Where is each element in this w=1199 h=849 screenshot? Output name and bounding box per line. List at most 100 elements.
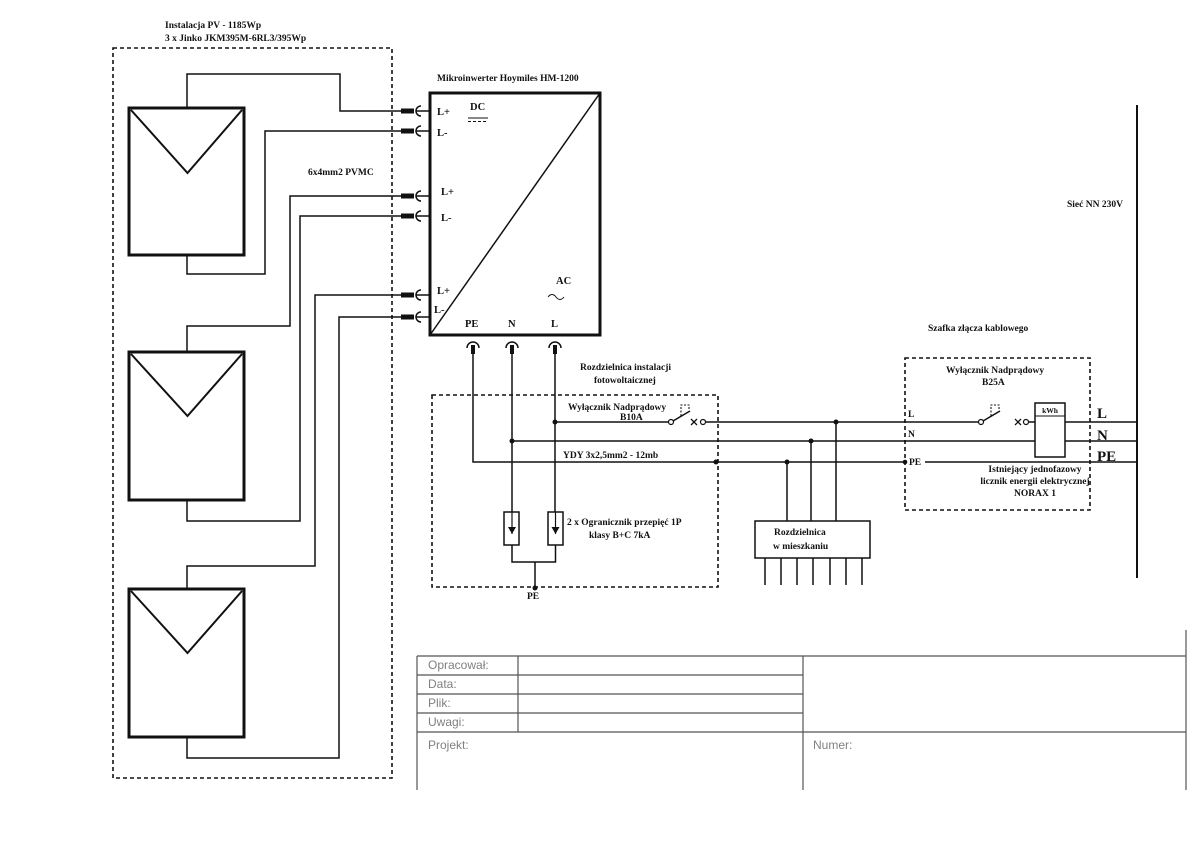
junction-dot: [833, 419, 839, 425]
pv-module-symbol: [130, 353, 243, 418]
pv-switchboard: Rozdzielnica instalacji fotowoltaicznej …: [431, 354, 905, 602]
title-block-date-label: Data:: [428, 677, 457, 691]
mc4-connector: [401, 125, 430, 137]
inverter-title: Mikroinwerter Hoymiles HM-1200: [437, 74, 579, 84]
title-block-frame: [416, 630, 1187, 790]
inverter-output-label: L: [551, 319, 558, 330]
inverter-dc-label: DC: [470, 102, 485, 113]
title-block-project-label: Projekt:: [428, 738, 469, 752]
junction-dot: [713, 459, 719, 465]
mc4-connector: [401, 311, 430, 323]
energy-meter: kWh: [1034, 402, 1066, 458]
terminal-label: L: [908, 410, 914, 420]
mc4-connector: [401, 210, 430, 222]
pv-module-frame: [127, 350, 246, 502]
apartment-board-box: [754, 520, 871, 559]
pv-switchboard-title: Rozdzielnica instalacji: [580, 363, 671, 373]
inverter-input-label: L+: [437, 107, 450, 118]
cable-cabinet-title: Szafka złącza kablowego: [928, 324, 1029, 334]
earth-junction-dot: [532, 585, 538, 591]
ac-connector: [466, 341, 480, 354]
apartment-board-label: Rozdzielnica: [774, 528, 826, 538]
mc4-connector: [401, 190, 430, 202]
energy-meter-unit: kWh: [1042, 406, 1059, 415]
surge-arrester-class: klasy B+C 7kA: [589, 531, 651, 541]
terminal-label: PE: [909, 458, 921, 468]
title-block-author-label: Opracował:: [428, 658, 489, 672]
surge-arrester-earth-wire: [511, 545, 557, 587]
inverter-body: [428, 91, 602, 337]
inverter-diagonal: [429, 92, 601, 336]
surge-arrester: [503, 511, 520, 546]
pv-module-2: [127, 350, 246, 502]
breaker-b25a-symbol: [977, 404, 1030, 426]
inverter-output-label: N: [508, 319, 516, 330]
breaker-b10a-label: Wyłącznik Nadprądowy: [568, 403, 666, 413]
apartment-board-feed: [786, 422, 837, 521]
dc-wire-module-2-plus: [186, 195, 401, 352]
inverter-input-label: L+: [437, 286, 450, 297]
inverter-input-label: L-: [437, 128, 448, 139]
grid: Sieć NN 230V L N PE: [1067, 105, 1138, 578]
inverter-output-label: PE: [465, 319, 478, 330]
title-block: Opracował: Data: Plik: Uwagi: Projekt: N…: [416, 630, 1187, 790]
surge-arrester: [547, 511, 564, 546]
apartment-board: Rozdzielnica w mieszkaniu: [754, 419, 871, 585]
junction-dot: [509, 438, 515, 444]
dc-wire-module-2-minus: [186, 215, 401, 522]
pv-module-3: [127, 587, 246, 739]
grid-phase-label: L: [1097, 406, 1107, 422]
pv-module-symbol: [130, 590, 243, 655]
inverter-input-label: L-: [441, 213, 452, 224]
grid-phase-label: PE: [1097, 449, 1116, 465]
earth-pe-label: PE: [527, 592, 539, 602]
inverter-input-label: L-: [434, 305, 445, 316]
dc-wire-module-3-minus: [186, 316, 401, 759]
cable-cabinet-boundary: [904, 357, 1091, 511]
pv-module-frame: [127, 106, 246, 257]
pv-array-title: Instalacja PV - 1185Wp: [165, 21, 261, 31]
junction-dot: [808, 438, 814, 444]
title-block-file-label: Plik:: [428, 696, 451, 710]
dc-wire-module-3-plus: [186, 294, 401, 589]
pv-switchboard-title: fotowoltaicznej: [594, 376, 656, 386]
surge-arrester-label: 2 x Ogranicznik przepięć 1P: [567, 518, 682, 528]
pv-module-frame: [127, 587, 246, 739]
pe-conductor: [472, 354, 905, 463]
microinverter: Mikroinwerter Hoymiles HM-1200 DC AC L+ …: [428, 74, 602, 354]
pv-module-1: [127, 106, 246, 257]
pv-switchboard-boundary: [431, 394, 719, 588]
dc-cable-label: 6x4mm2 PVMC: [308, 168, 374, 178]
pv-module-symbol: [130, 109, 243, 175]
breaker-b25a-label: Wyłącznik Nadprądowy: [946, 366, 1044, 376]
dc-symbol-icon: [468, 117, 488, 122]
dc-connectors: [401, 105, 430, 323]
meter-description: licznik energii elektrycznej: [980, 477, 1089, 487]
grid-phase-label: N: [1097, 428, 1108, 444]
inverter-ac-label: AC: [556, 276, 571, 287]
breaker-b10a-symbol: [667, 404, 707, 426]
terminal-label: N: [908, 430, 915, 440]
meter-description: Istniejący jednofazowy: [988, 465, 1081, 475]
title-block-notes-label: Uwagi:: [428, 715, 465, 729]
mc4-connector: [401, 105, 430, 117]
apartment-board-label: w mieszkaniu: [773, 542, 829, 552]
inverter-input-label: L+: [441, 187, 454, 198]
breaker-b10a-rating: B10A: [620, 413, 643, 423]
pv-array-modules: 3 x Jinko JKM395M-6RL3/395Wp: [165, 34, 306, 44]
pv-array: Instalacja PV - 1185Wp 3 x Jinko JKM395M…: [112, 21, 401, 779]
dc-wire-module-1-plus: [186, 73, 401, 112]
grid-title: Sieć NN 230V: [1067, 200, 1123, 210]
title-block-number-label: Numer:: [813, 738, 852, 752]
pv-array-boundary: [112, 47, 393, 779]
junction-dot: [784, 459, 790, 465]
outgoing-circuits: [764, 558, 863, 585]
junction-dot: [902, 459, 908, 465]
ac-wave-icon: [547, 294, 565, 300]
ac-connector: [505, 341, 519, 354]
ac-cable-label: YDY 3x2,5mm2 - 12mb: [563, 451, 658, 461]
breaker-b25a-rating: B25A: [982, 378, 1005, 388]
ac-connector: [548, 341, 562, 354]
cable-cabinet: Szafka złącza kablowego Wyłącznik Nadprą…: [902, 324, 1137, 511]
